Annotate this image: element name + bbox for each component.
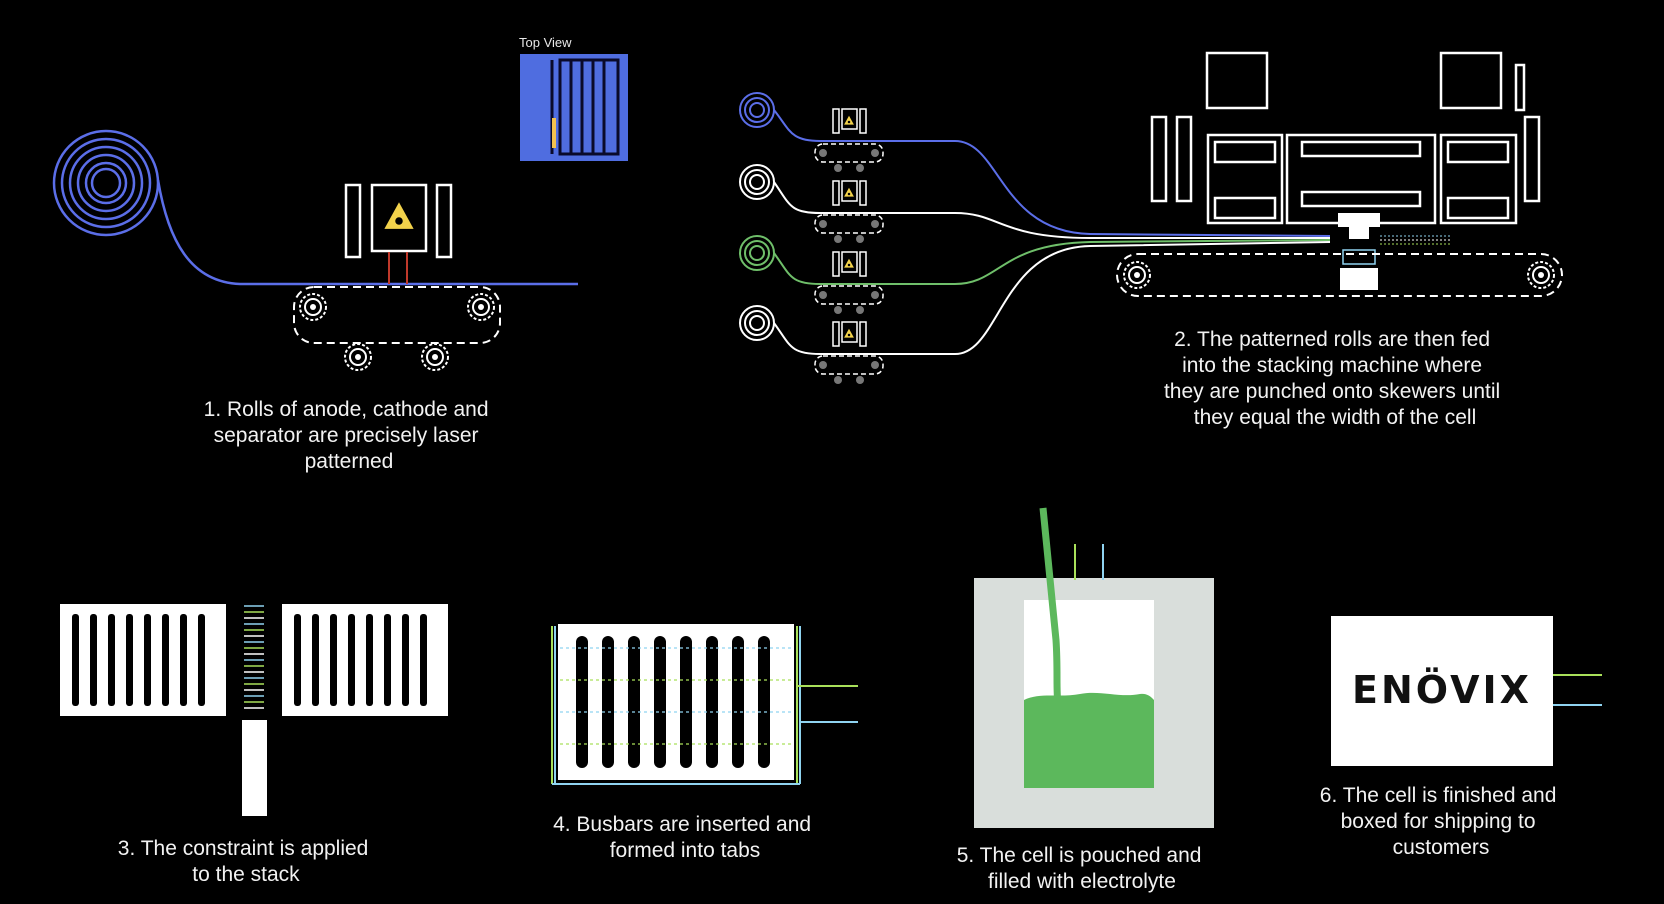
- step6-caption: 6. The cell is finished and boxed for sh…: [1320, 784, 1562, 859]
- brand-logo: ENÖVIX: [1352, 668, 1532, 712]
- electrolyte-pour: [1039, 507, 1062, 705]
- electrolyte-fill: [1024, 692, 1154, 788]
- laser-station-4: [814, 321, 884, 384]
- step2-illustration: [739, 51, 1563, 384]
- step2-caption: 2. The patterned rolls are then fed into…: [1164, 328, 1506, 429]
- constraint-plate-right: [282, 604, 448, 716]
- step3-illustration: [60, 602, 448, 816]
- gear-icon: [467, 293, 495, 321]
- laser-station-1: [814, 108, 884, 172]
- step4-caption: 4. Busbars are inserted and formed into …: [553, 813, 817, 862]
- constraint-plate-left: [60, 604, 226, 716]
- electrode-web: [156, 179, 578, 286]
- laser-station-2: [814, 180, 884, 243]
- gear-icon: [344, 343, 372, 371]
- spiral-roll-icon: [739, 92, 775, 341]
- step5-illustration: [974, 507, 1214, 828]
- laser-warning-icon: [381, 198, 417, 232]
- step6-illustration: ENÖVIX: [1331, 616, 1602, 766]
- step1-caption: 1. Rolls of anode, cathode and separator…: [204, 398, 495, 473]
- shipping-box: [1331, 616, 1553, 766]
- gear-icon: [299, 293, 327, 321]
- laser-station-3: [814, 251, 884, 314]
- cell-stack: [242, 602, 267, 816]
- step4-illustration: [551, 624, 858, 785]
- step5-caption: 5. The cell is pouched and filled with e…: [957, 844, 1208, 893]
- step1-illustration: Top View: [52, 35, 628, 371]
- spiral-roll-icon: [52, 129, 160, 237]
- stacking-machine: [1150, 51, 1541, 225]
- top-view-label: Top View: [519, 35, 572, 50]
- gear-icon: [421, 343, 449, 371]
- top-view-panel: [520, 54, 628, 161]
- gear-icon: [1527, 261, 1555, 289]
- gear-icon: [1123, 261, 1151, 289]
- step3-caption: 3. The constraint is applied to the stac…: [118, 837, 374, 886]
